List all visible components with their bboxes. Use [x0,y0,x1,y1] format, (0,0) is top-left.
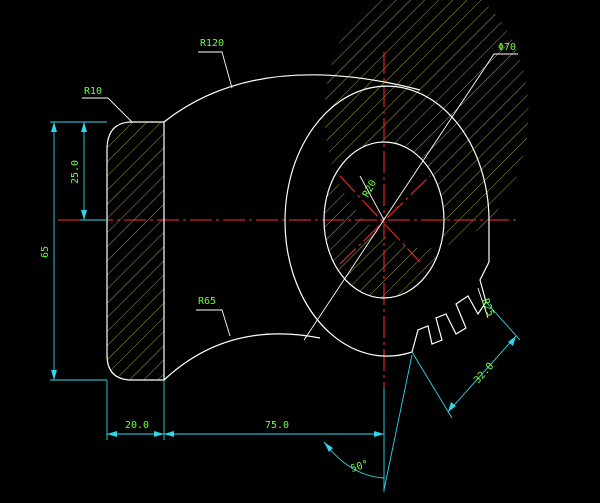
diagonal-center-line-b [339,175,431,265]
outer-circle [284,85,490,357]
label-65: 65 [40,246,51,258]
label-75: 75.0 [265,420,289,431]
label-25: 25.0 [70,160,81,184]
upper-r120-arc [163,74,421,123]
label-r65: R65 [198,296,216,307]
dim-32-line [447,335,517,413]
inner-circle [323,141,445,299]
label-r10: R10 [84,86,102,97]
slot-notches [411,220,490,353]
label-20: 20.0 [125,420,149,431]
left-block-outline [106,121,165,381]
leader-r25 [477,287,489,319]
ring-hatch [324,0,529,299]
lower-r65-arc [163,333,321,381]
leader-phi70 [303,53,518,341]
label-32: 32.0 [472,361,496,386]
leader-r120 [198,51,233,89]
leader-r10 [82,97,133,123]
label-phi70: Φ70 [498,42,516,53]
label-r120: R120 [200,38,224,49]
leader-r65 [196,309,231,337]
label-50deg: 50° [350,459,371,475]
left-block-hatch [107,122,164,380]
leader-r20 [359,175,385,221]
label-r25: R25 [479,297,496,318]
label-r20: R20 [361,178,379,199]
diagonal-center-line-a [339,175,421,263]
